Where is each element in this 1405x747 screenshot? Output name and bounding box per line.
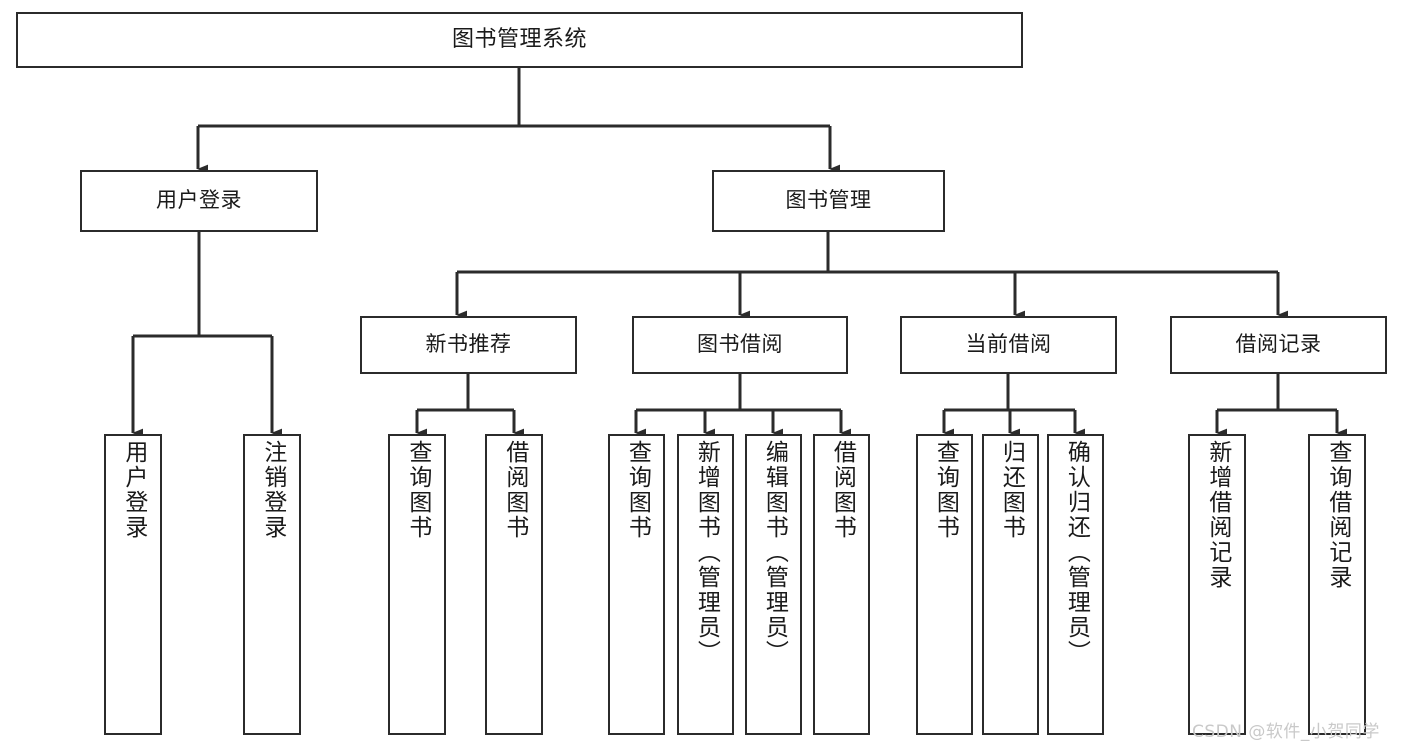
node-leaf-cb-query-book[interactable]: 查询图书 <box>916 434 973 735</box>
node-label: 查询图书 <box>932 440 959 540</box>
node-label: 查询图书 <box>404 440 431 540</box>
node-leaf-user-logout[interactable]: 注销登录 <box>243 434 301 735</box>
node-leaf-br-add-record[interactable]: 新增借阅记录 <box>1188 434 1246 735</box>
node-leaf-rec-borrow-book[interactable]: 借阅图书 <box>485 434 543 735</box>
node-label: 用户登录 <box>120 440 147 540</box>
node-label: 确认归还（管理员） <box>1063 440 1090 665</box>
node-borrow-record[interactable]: 借阅记录 <box>1170 316 1387 374</box>
node-leaf-bb-edit-book[interactable]: 编辑图书（管理员） <box>745 434 802 735</box>
node-leaf-br-query-record[interactable]: 查询借阅记录 <box>1308 434 1366 735</box>
node-leaf-cb-return-book[interactable]: 归还图书 <box>982 434 1039 735</box>
node-book-borrow[interactable]: 图书借阅 <box>632 316 848 374</box>
node-user-login[interactable]: 用户登录 <box>80 170 318 232</box>
node-book-management[interactable]: 图书管理 <box>712 170 945 232</box>
node-label: 查询图书 <box>624 440 651 540</box>
node-label: 新增借阅记录 <box>1204 440 1231 590</box>
node-leaf-bb-borrow-book[interactable]: 借阅图书 <box>813 434 870 735</box>
node-label: 查询借阅记录 <box>1324 440 1351 590</box>
node-leaf-cb-confirm-return[interactable]: 确认归还（管理员） <box>1047 434 1104 735</box>
node-label: 图书借阅 <box>697 332 783 357</box>
node-label: 编辑图书（管理员） <box>761 440 788 665</box>
node-label: 图书管理 <box>785 188 872 213</box>
watermark: CSDN @软件_小贺同学 <box>1192 722 1380 742</box>
node-current-borrow[interactable]: 当前借阅 <box>900 316 1117 374</box>
node-root-system[interactable]: 图书管理系统 <box>16 12 1023 68</box>
node-label: 新书推荐 <box>425 332 512 357</box>
node-label: 新增图书（管理员） <box>693 440 720 665</box>
node-label: 借阅图书 <box>829 440 856 540</box>
node-new-book-recommend[interactable]: 新书推荐 <box>360 316 577 374</box>
node-label: 归还图书 <box>998 440 1025 540</box>
node-leaf-bb-add-book[interactable]: 新增图书（管理员） <box>677 434 734 735</box>
node-label: 借阅记录 <box>1235 332 1322 357</box>
node-leaf-user-login[interactable]: 用户登录 <box>104 434 162 735</box>
node-leaf-rec-query-book[interactable]: 查询图书 <box>388 434 446 735</box>
node-label: 注销登录 <box>259 440 286 540</box>
node-label: 用户登录 <box>156 188 242 213</box>
node-leaf-bb-query-book[interactable]: 查询图书 <box>608 434 665 735</box>
node-label: 借阅图书 <box>501 440 528 540</box>
node-label: 当前借阅 <box>965 332 1052 357</box>
node-label: 图书管理系统 <box>451 26 587 52</box>
